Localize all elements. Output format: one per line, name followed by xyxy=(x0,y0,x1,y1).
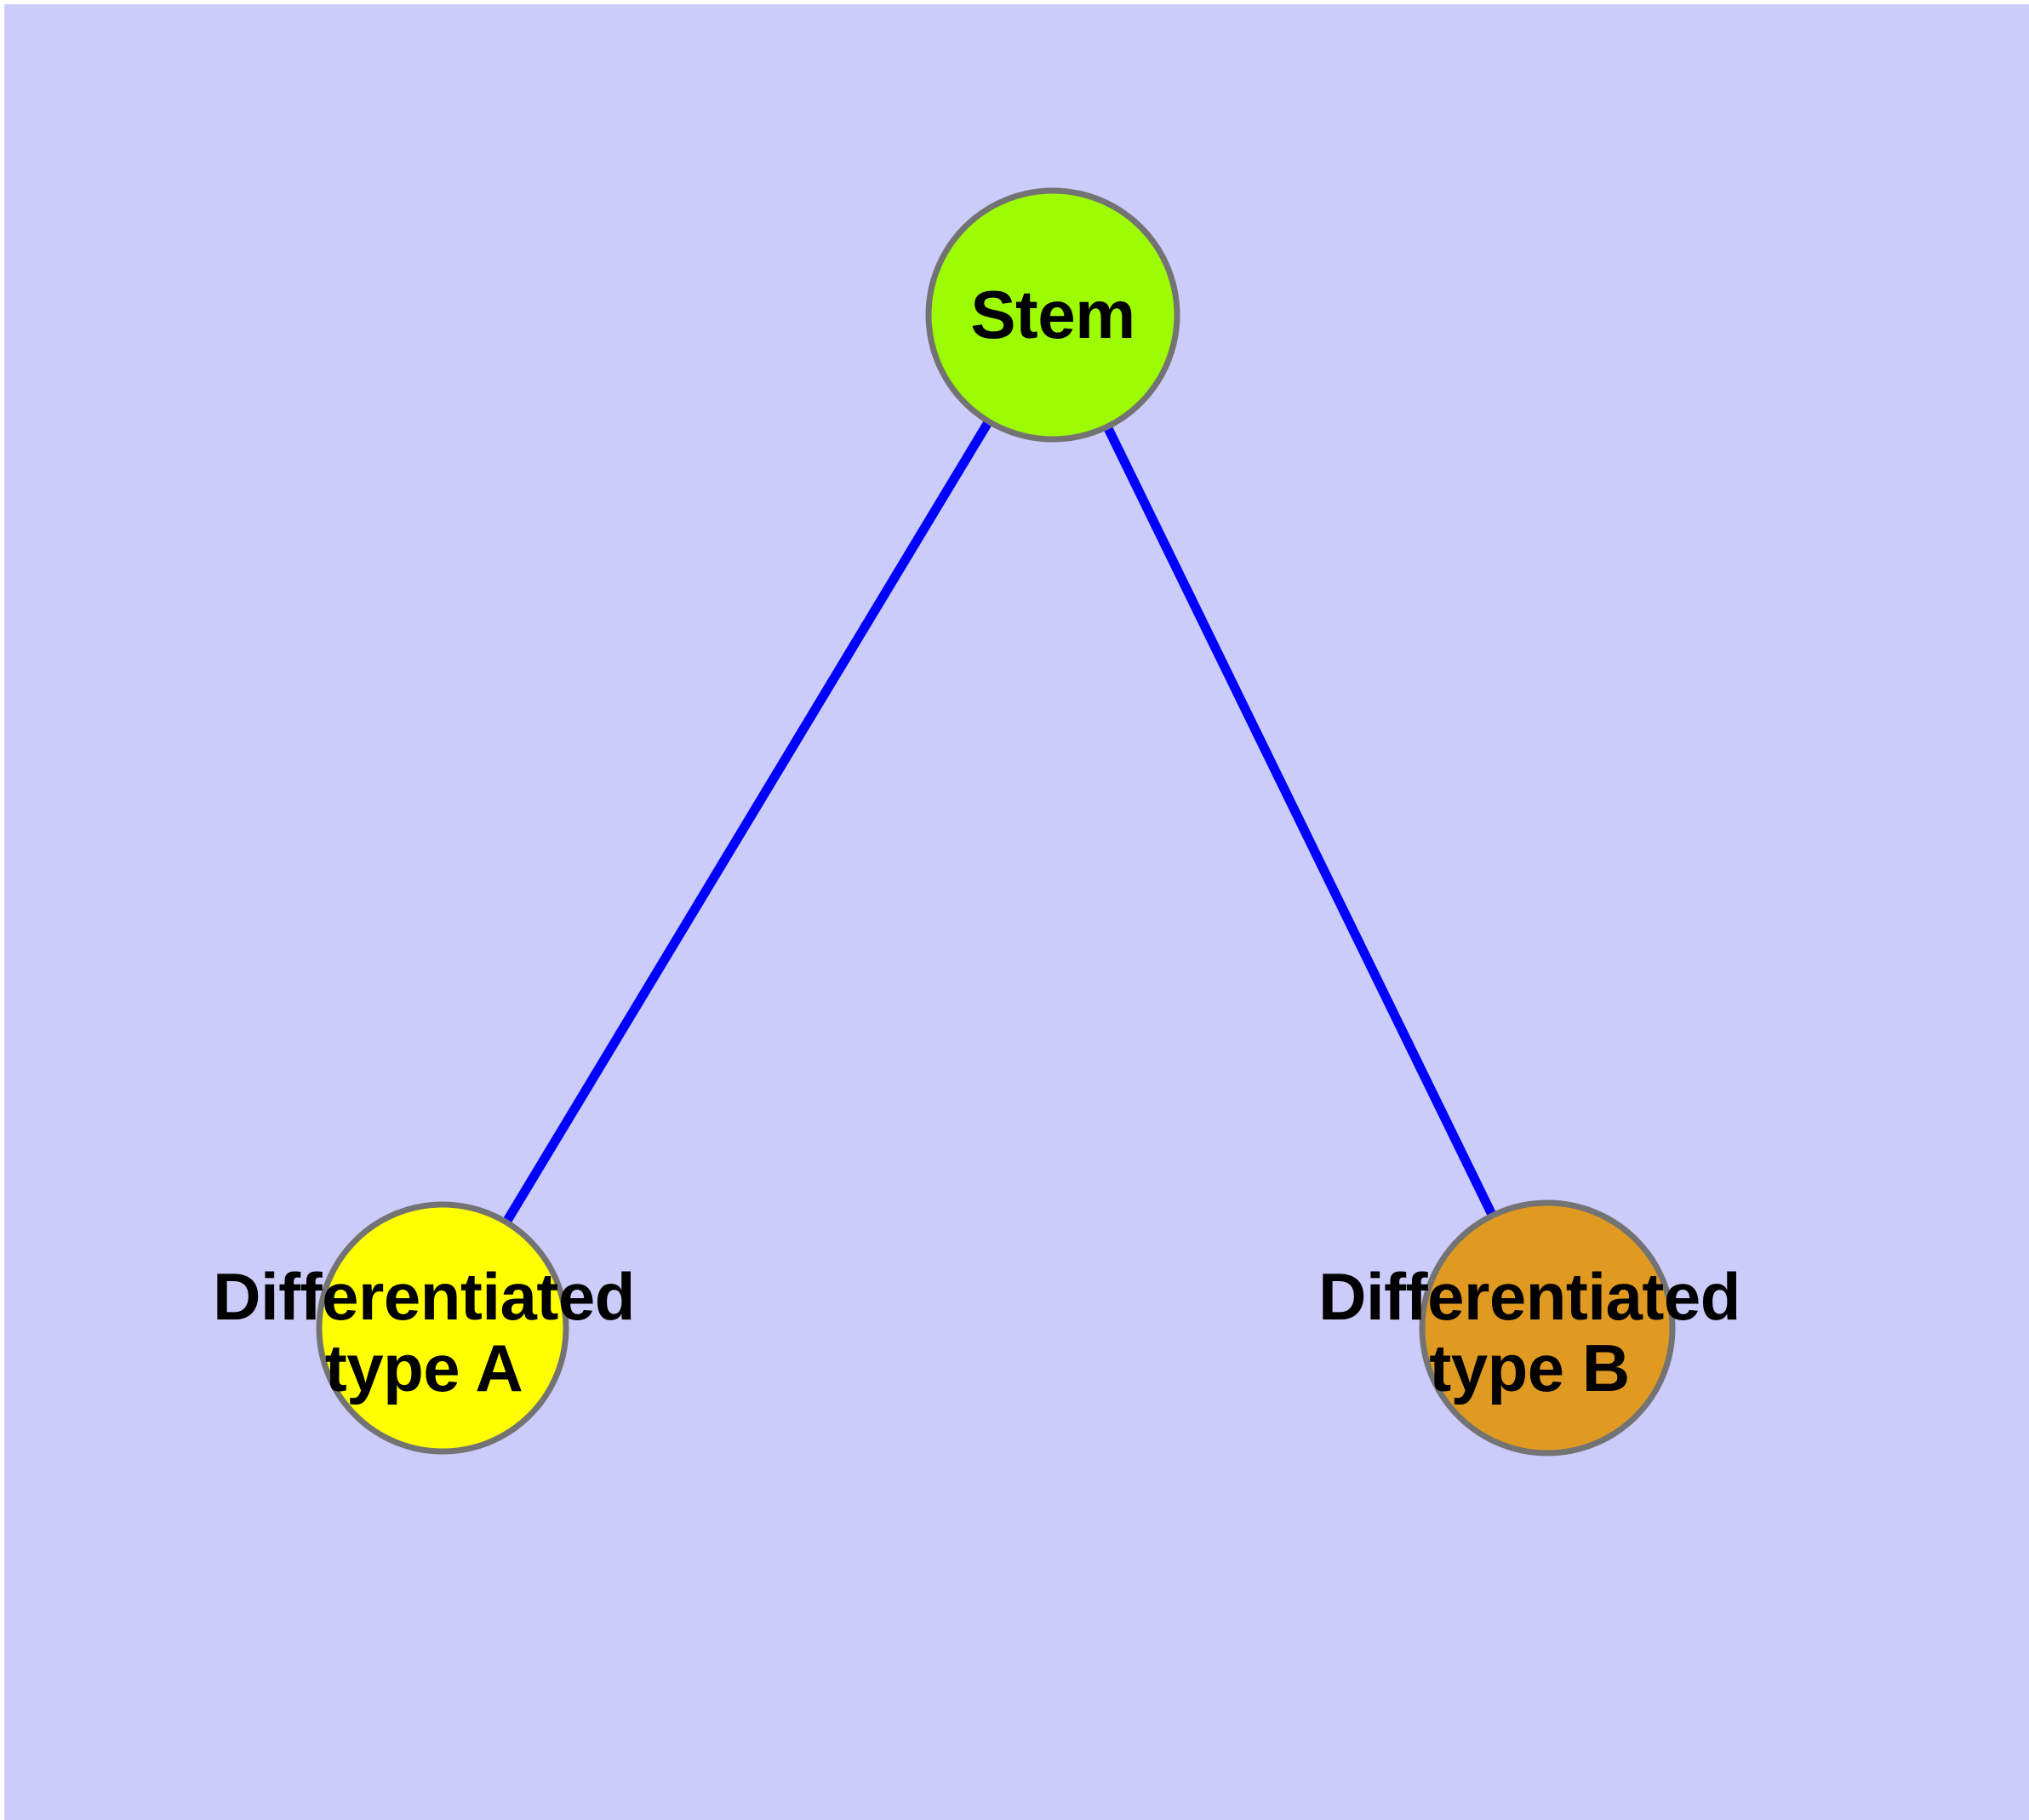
edge-layer xyxy=(438,312,1552,1331)
node-layer xyxy=(316,187,1676,1457)
node-diff-type-b[interactable] xyxy=(1419,1199,1676,1457)
edge-stem-to-diff-type-a xyxy=(438,312,1057,1331)
edge-stem-to-diff-type-b xyxy=(1049,312,1552,1331)
node-diff-type-a[interactable] xyxy=(316,1201,569,1455)
node-stem[interactable] xyxy=(925,187,1180,443)
